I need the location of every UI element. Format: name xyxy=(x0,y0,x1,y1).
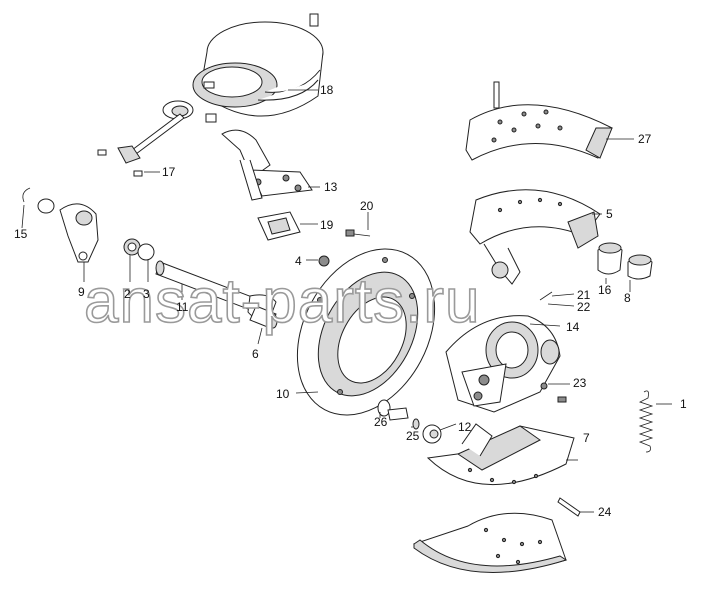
callout-1: 1 xyxy=(680,397,687,411)
bushing-part-12 xyxy=(422,423,457,444)
callout-26: 26 xyxy=(374,415,388,429)
callout-20: 20 xyxy=(360,199,374,213)
callout-16: 16 xyxy=(598,283,612,297)
brake-chamber-part-18 xyxy=(192,13,324,123)
callout-23: 23 xyxy=(573,376,587,390)
mounting-bracket-part-13 xyxy=(221,129,320,201)
brake-shoe-part-7 xyxy=(426,423,578,486)
bushing-part-26 xyxy=(377,399,391,418)
roller-part-8 xyxy=(627,254,653,292)
callout-12: 12 xyxy=(458,420,472,434)
callout-22: 22 xyxy=(577,300,591,314)
washer-part-3 xyxy=(137,243,155,282)
callout-8: 8 xyxy=(624,291,631,305)
callout-6: 6 xyxy=(252,347,259,361)
dust-shield-part-10 xyxy=(295,248,436,416)
callout-2: 2 xyxy=(124,287,131,301)
callout-19: 19 xyxy=(320,218,334,232)
callout-25: 25 xyxy=(406,429,420,443)
callout-4: 4 xyxy=(295,254,302,268)
callout-10: 10 xyxy=(276,387,290,401)
anchor-pin-part-25 xyxy=(387,407,420,430)
callout-13: 13 xyxy=(324,180,338,194)
push-rod-clevis-part-17 xyxy=(97,100,194,177)
brake-shoe-part-5 xyxy=(469,189,602,285)
callout-labels: 1 2 3 4 5 6 7 8 9 10 11 12 13 14 15 16 1… xyxy=(14,83,687,519)
brake-lining-part-27 xyxy=(465,81,634,161)
roller-pin-part-22 xyxy=(547,303,575,307)
washer-part-2 xyxy=(37,198,141,282)
callout-27: 27 xyxy=(638,132,652,146)
brake-spider-part-14 xyxy=(445,315,561,413)
callout-24: 24 xyxy=(598,505,612,519)
bolt-part-20 xyxy=(345,212,371,237)
bushing-part-6 xyxy=(249,305,278,345)
spring-pin-part-21 xyxy=(539,291,575,301)
callout-17: 17 xyxy=(162,165,176,179)
callout-9: 9 xyxy=(78,285,85,299)
snap-ring-part-15 xyxy=(21,187,31,229)
gasket-part-19 xyxy=(257,211,318,241)
callout-14: 14 xyxy=(566,320,580,334)
nut-part-4 xyxy=(306,255,330,267)
roller-part-16 xyxy=(597,242,623,284)
slack-adjuster-part-9 xyxy=(59,203,99,282)
brake-lining-lower xyxy=(412,512,568,573)
callout-5: 5 xyxy=(606,207,613,221)
callout-7: 7 xyxy=(583,431,590,445)
callout-21: 21 xyxy=(577,288,591,302)
bolt-part-23 xyxy=(540,382,570,403)
callout-18: 18 xyxy=(320,83,334,97)
callout-11: 11 xyxy=(176,300,189,314)
return-spring-part-1 xyxy=(638,390,672,453)
pin-part-24 xyxy=(557,497,594,517)
callout-15: 15 xyxy=(14,227,28,241)
callout-3: 3 xyxy=(143,287,150,301)
watermark-text: ansat-parts.ru xyxy=(84,267,481,336)
